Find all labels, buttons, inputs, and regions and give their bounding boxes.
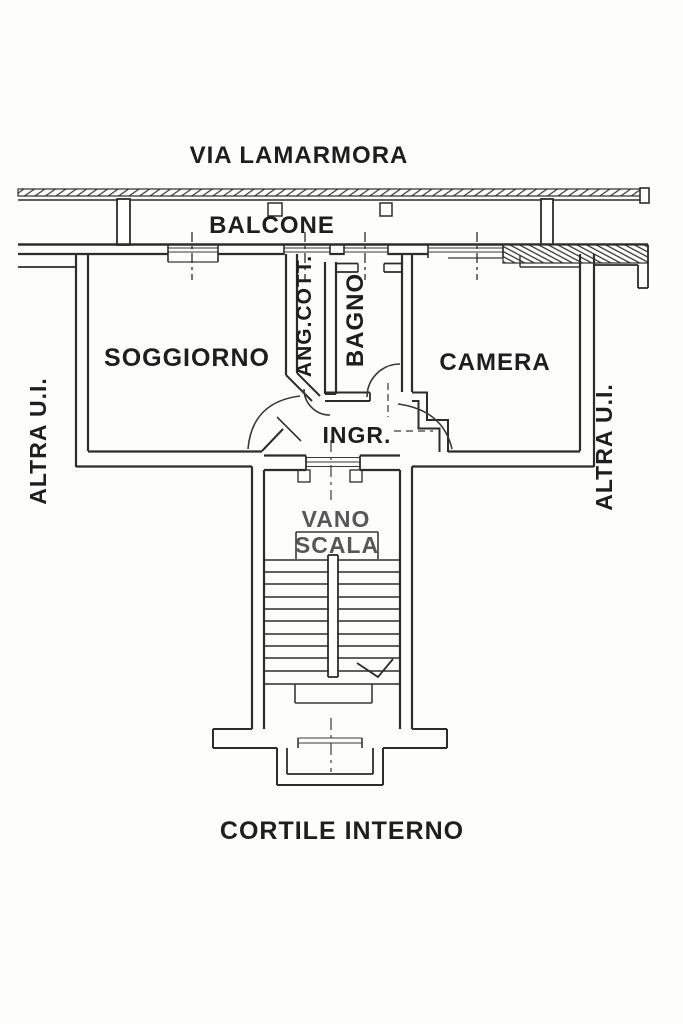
balcony-railing-end-cap <box>639 187 650 204</box>
door-arc-living-room <box>247 395 301 450</box>
door-arc-bedroom <box>397 403 453 450</box>
stairs-divider <box>327 554 339 678</box>
living-room-label: SOGGIORNO <box>104 344 270 372</box>
balcony-structure: BALCONE <box>17 187 650 246</box>
balcony-tab-2 <box>379 202 393 217</box>
other-unit-left-label: ALTRA U.I. <box>25 377 51 505</box>
entrance-label: INGR. <box>323 422 392 448</box>
stairwell-label-line2: SCALA <box>295 532 379 558</box>
balcony-pillar-left <box>116 198 131 246</box>
entrance-hall: INGR. <box>247 363 453 452</box>
stair-label-box <box>295 531 379 559</box>
courtyard-label: CORTILE INTERNO <box>220 817 464 845</box>
bedroom-door-jamb <box>412 391 449 452</box>
entry-door-sill <box>297 455 363 483</box>
stairs-lower-landing <box>294 684 373 704</box>
window-living-room <box>167 244 219 263</box>
living-room: SOGGIORNO <box>76 344 270 468</box>
bedroom: CAMERA <box>412 349 594 468</box>
door-leaf-living-room <box>276 416 302 442</box>
stairwell-label-line1: VANO <box>302 506 371 532</box>
partition-walls <box>284 254 580 402</box>
bay-window-sill <box>297 737 363 748</box>
window-axis-ticks <box>191 232 478 280</box>
bedroom-label: CAMERA <box>439 349 550 376</box>
door-arc-kitchenette <box>303 388 331 416</box>
bathroom-label: BAGNO <box>342 273 369 367</box>
courtyard-bay <box>276 737 384 786</box>
window-bedroom <box>427 244 504 259</box>
window-kitchenette <box>283 244 331 255</box>
street-name-label: VIA LAMARMORA <box>190 142 409 169</box>
left-party-wall: ALTRA U.I. <box>18 254 90 505</box>
stairs-direction-arrow <box>356 658 394 679</box>
balcony-label: BALCONE <box>209 212 335 239</box>
bedroom-door-jamb-inner <box>412 400 441 452</box>
other-unit-right-label: ALTRA U.I. <box>591 383 617 511</box>
kitchenette-label: ANG.COTT. <box>293 255 316 377</box>
balcony-pillar-right <box>540 198 554 246</box>
window-bathroom <box>343 244 389 255</box>
living-room-door-jamb <box>261 428 284 452</box>
balcony-railing <box>17 188 649 197</box>
door-arc-bathroom <box>366 363 401 398</box>
right-party-wall: ALTRA U.I. <box>578 245 649 511</box>
solid-wall-right <box>502 244 649 264</box>
courtyard-base <box>212 718 448 786</box>
stairwell-block: VANO SCALA <box>250 440 414 729</box>
balcony-tab-1 <box>267 202 283 217</box>
